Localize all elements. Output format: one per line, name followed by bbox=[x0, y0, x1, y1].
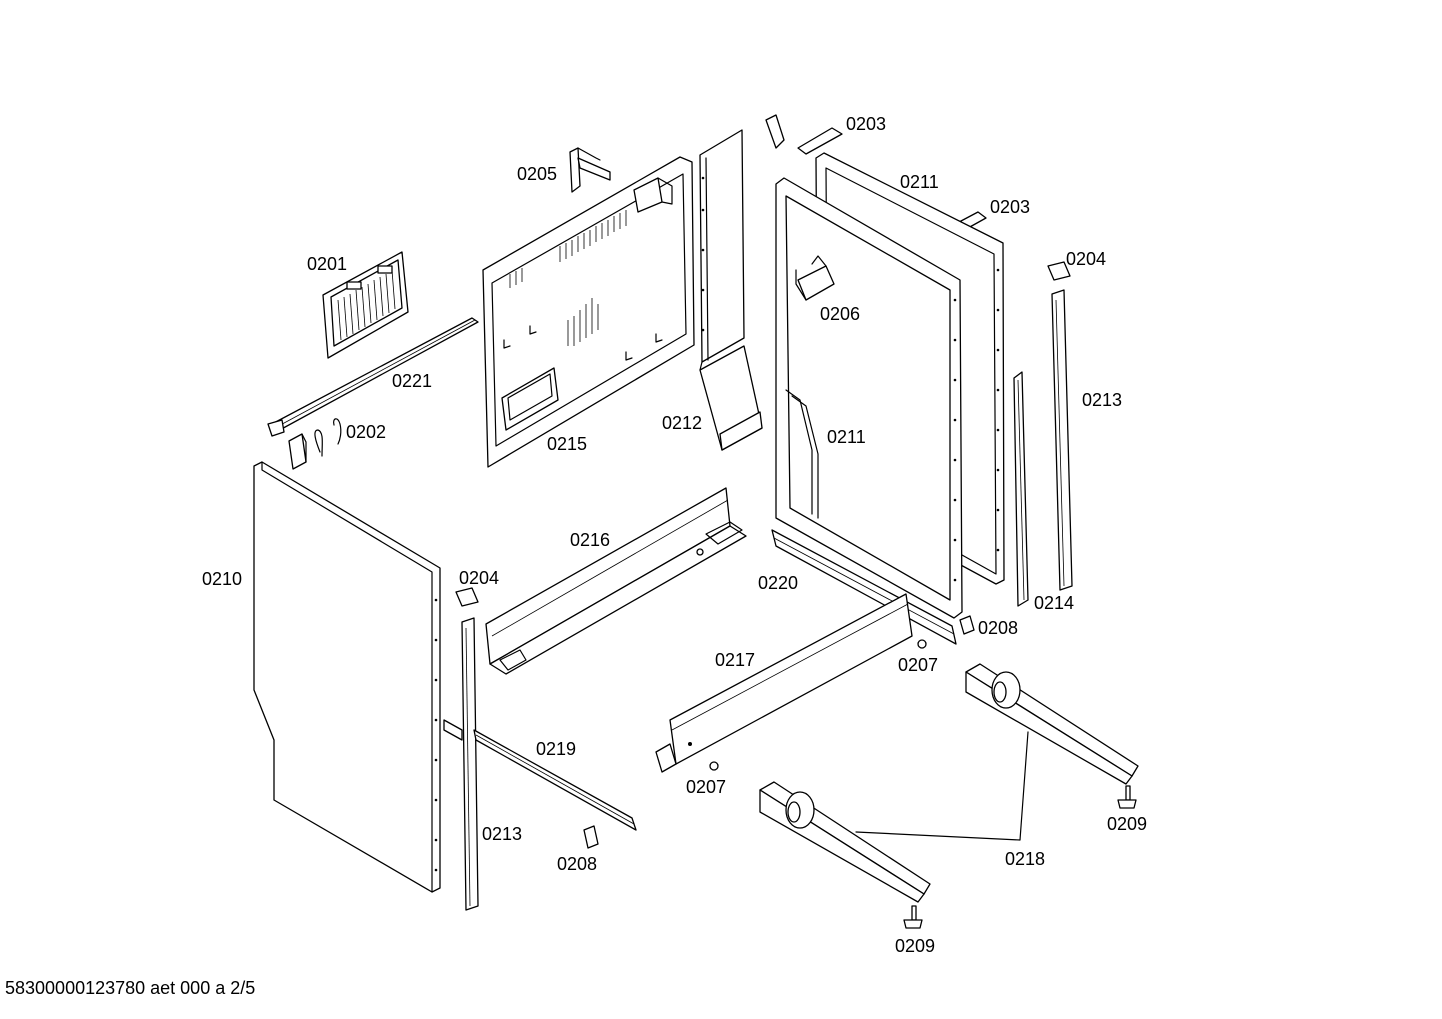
part-0201-vent-grille[interactable] bbox=[322, 251, 409, 359]
label-0212: 0212 bbox=[662, 413, 702, 433]
part-0208-clip-right[interactable] bbox=[959, 615, 975, 635]
label-0208: 0208 bbox=[978, 618, 1018, 638]
label-0210: 0210 bbox=[202, 569, 242, 589]
label-0204: 0204 bbox=[1066, 249, 1106, 269]
label-0213: 0213 bbox=[482, 824, 522, 844]
label-0204: 0204 bbox=[459, 568, 499, 588]
label-0218: 0218 bbox=[1005, 849, 1045, 869]
label-0220: 0220 bbox=[758, 573, 798, 593]
part-0208-clip-left[interactable] bbox=[583, 825, 599, 849]
part-0217-front-member[interactable] bbox=[655, 593, 913, 773]
label-0203: 0203 bbox=[846, 114, 886, 134]
label-0207: 0207 bbox=[898, 655, 938, 675]
part-0205-bracket[interactable] bbox=[569, 147, 611, 193]
document-footer-id: 58300000123780 aet 000 a 2/5 bbox=[5, 978, 256, 998]
label-0201: 0201 bbox=[307, 254, 347, 274]
label-0209: 0209 bbox=[1107, 814, 1147, 834]
part-0218-wheel-rail-left[interactable] bbox=[759, 781, 931, 903]
part-0203-bracket-top[interactable] bbox=[765, 114, 843, 155]
part-0218-wheel-rail-right[interactable] bbox=[965, 663, 1139, 785]
part-0207-cap-right[interactable] bbox=[917, 639, 927, 649]
part-0202-clip[interactable] bbox=[288, 418, 342, 470]
label-0205: 0205 bbox=[517, 164, 557, 184]
part-0220-rail[interactable] bbox=[771, 529, 957, 645]
part-0219-rail[interactable] bbox=[473, 729, 637, 831]
label-0203: 0203 bbox=[990, 197, 1030, 217]
part-0216-cross-member[interactable] bbox=[485, 487, 747, 675]
label-0217: 0217 bbox=[715, 650, 755, 670]
part-0214-strip[interactable] bbox=[1013, 371, 1029, 607]
label-0219: 0219 bbox=[536, 739, 576, 759]
part-0213-strip-right[interactable] bbox=[1051, 289, 1073, 591]
part-0209-foot-right[interactable] bbox=[1117, 785, 1137, 809]
part-0209-foot-left[interactable] bbox=[903, 905, 923, 929]
part-labels: 0201 0202 0203 0203 0204 0204 0205 0206 … bbox=[202, 114, 1147, 956]
part-0212-side-strip[interactable] bbox=[699, 129, 763, 451]
label-0216: 0216 bbox=[570, 530, 610, 550]
part-0206-bracket[interactable] bbox=[795, 255, 835, 301]
label-0206: 0206 bbox=[820, 304, 860, 324]
part-0204-clip-left[interactable] bbox=[455, 587, 479, 607]
part-0213-strip-left[interactable] bbox=[443, 617, 479, 911]
label-0202: 0202 bbox=[346, 422, 386, 442]
label-0208: 0208 bbox=[557, 854, 597, 874]
label-0215: 0215 bbox=[547, 434, 587, 454]
label-0209: 0209 bbox=[895, 936, 935, 956]
label-0213: 0213 bbox=[1082, 390, 1122, 410]
leader-lines-0218 bbox=[855, 731, 1029, 841]
label-0214: 0214 bbox=[1034, 593, 1074, 613]
label-0211: 0211 bbox=[827, 427, 866, 447]
part-0210-side-panel[interactable] bbox=[253, 461, 441, 893]
part-0221-rail[interactable] bbox=[267, 317, 479, 437]
label-0221: 0221 bbox=[392, 371, 432, 391]
part-0204-clip-right[interactable] bbox=[1047, 261, 1071, 281]
label-0207: 0207 bbox=[686, 777, 726, 797]
part-0215-back-panel[interactable] bbox=[482, 156, 695, 468]
label-0211: 0211 bbox=[900, 172, 939, 192]
part-0207-cap-left[interactable] bbox=[709, 761, 719, 771]
